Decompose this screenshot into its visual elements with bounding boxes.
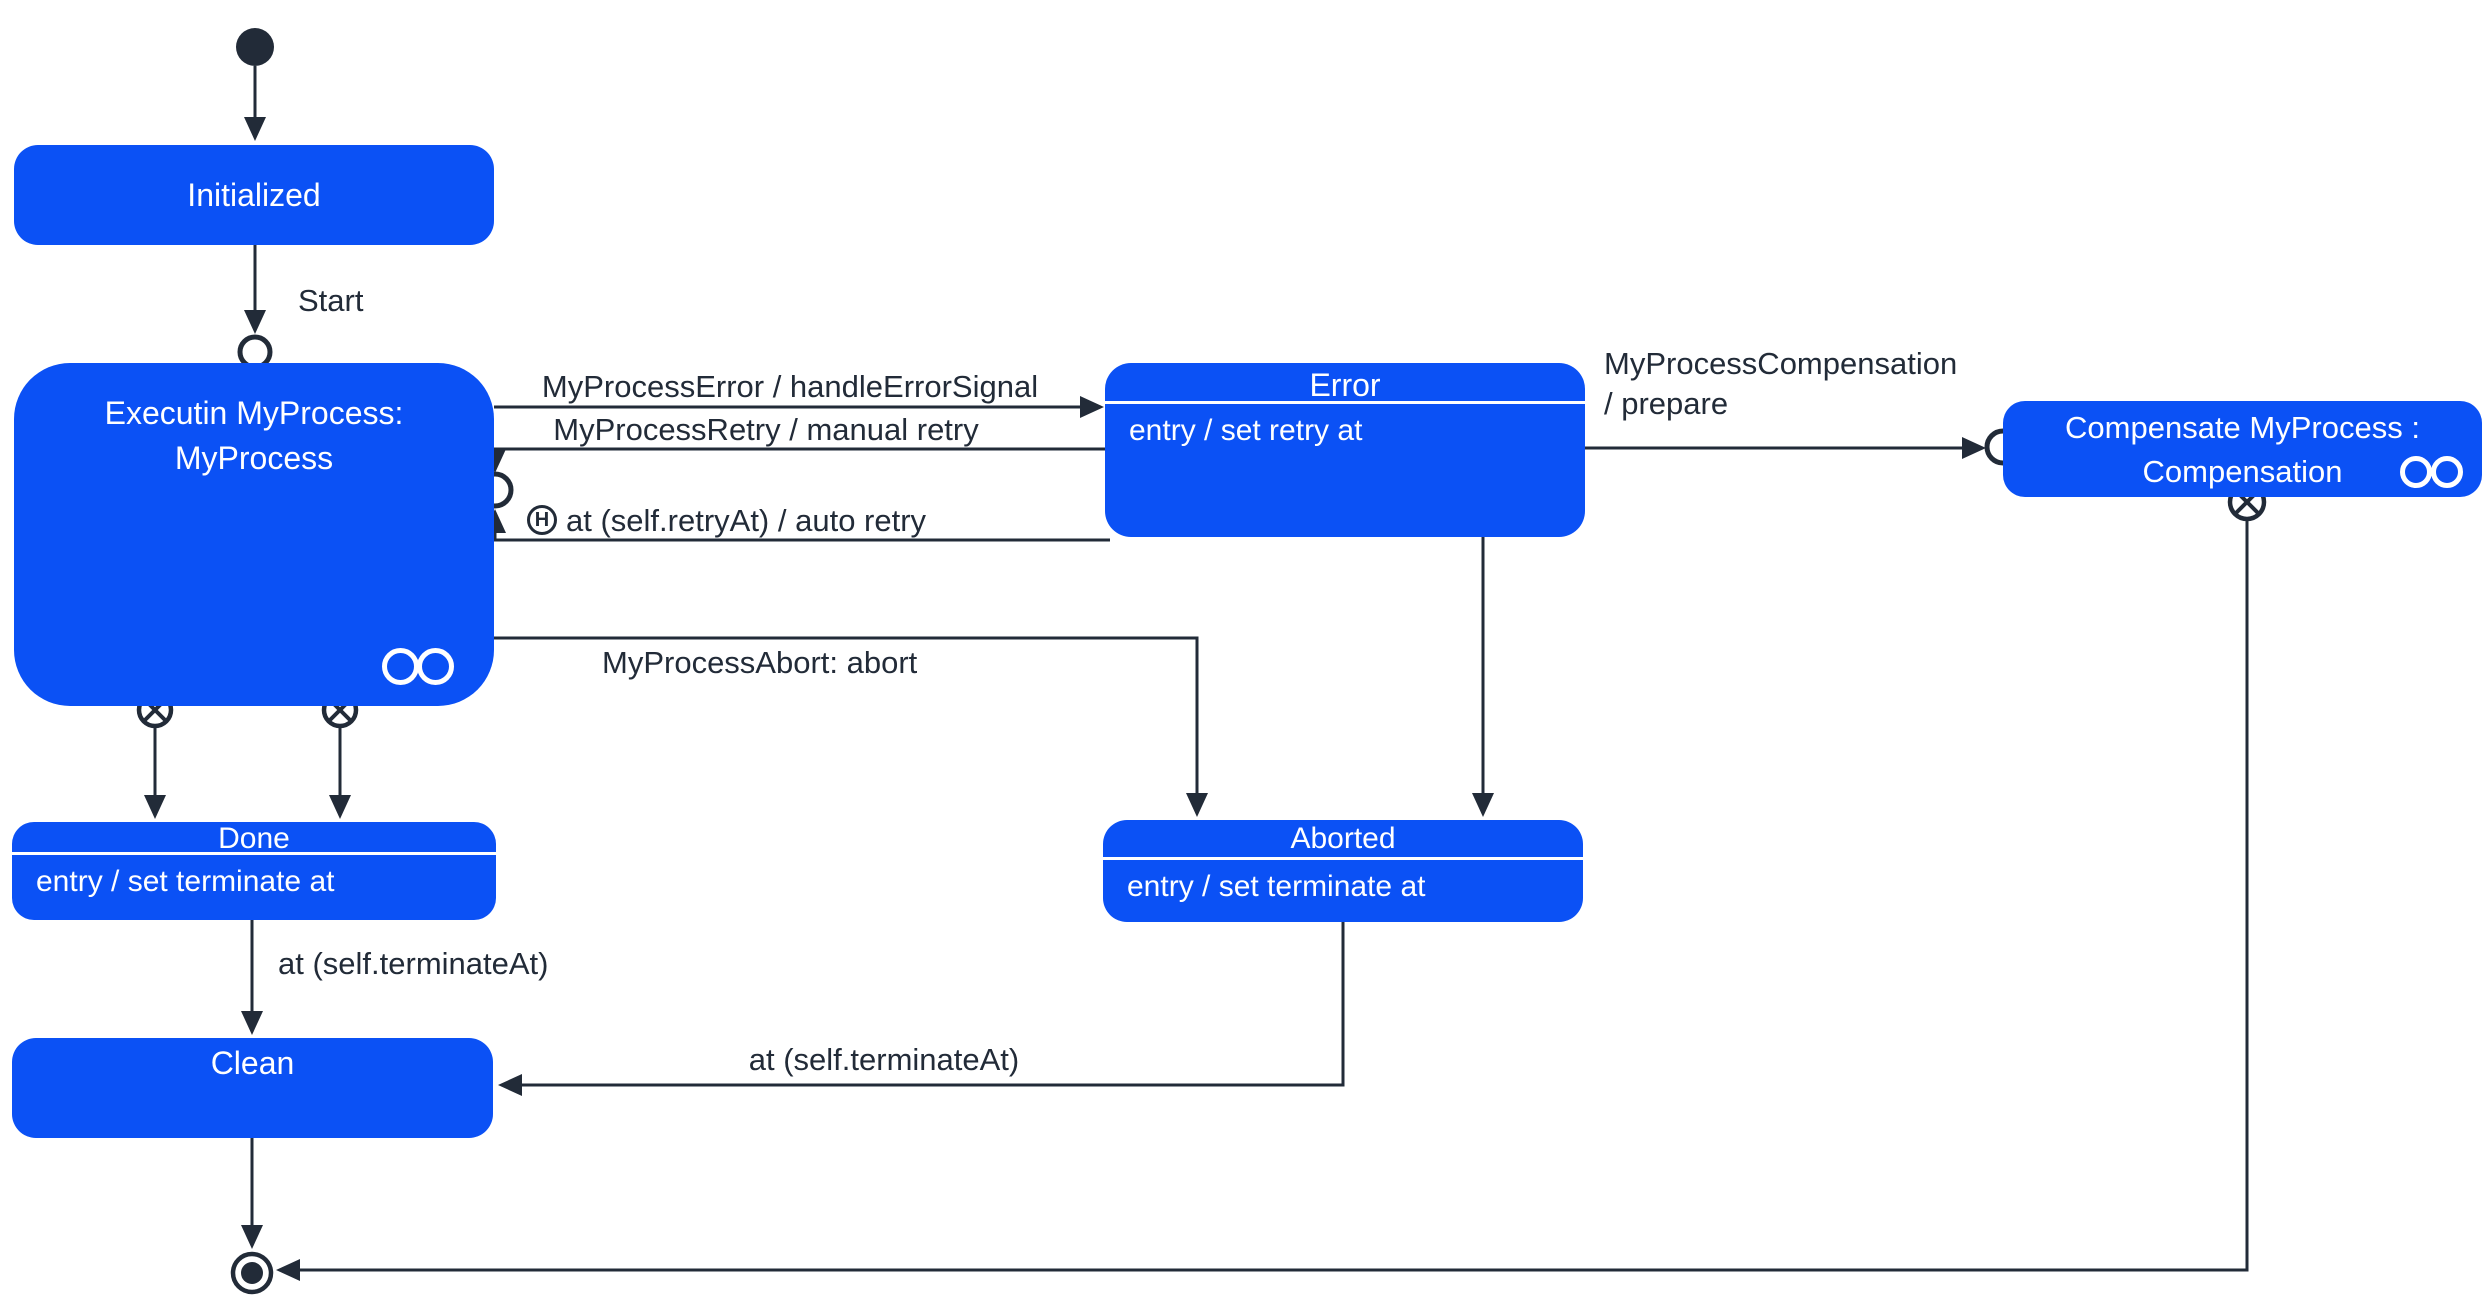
transition-label-auto-retry: at (self.retryAt) / auto retry <box>566 503 927 538</box>
state-divider <box>1105 401 1585 404</box>
transition-manual-retry <box>484 447 1105 473</box>
final-state-icon[interactable] <box>230 1251 274 1295</box>
state-executing-myprocess[interactable]: Executin MyProcess: MyProcess <box>14 363 494 706</box>
transition-label-manual-retry: MyProcessRetry / manual retry <box>553 412 979 447</box>
state-title-line1: Executin MyProcess: <box>104 395 404 431</box>
transition-label-abort: MyProcessAbort: abort <box>602 645 918 680</box>
transition-label-terminate-done: at (self.terminateAt) <box>278 946 549 981</box>
state-title: Done <box>218 822 290 855</box>
transition-label-compensation-line2: / prepare <box>1604 386 1729 421</box>
state-title-line2: MyProcess <box>174 440 334 476</box>
state-title-line1: Compensate MyProcess : <box>2065 410 2420 445</box>
infinity-icon <box>2400 456 2463 488</box>
state-entry-action: entry / set terminate at <box>1127 870 1426 903</box>
state-error[interactable]: Error entry / set retry at <box>1105 363 1585 537</box>
infinity-icon <box>382 648 454 685</box>
state-done[interactable]: Done entry / set terminate at <box>12 822 496 920</box>
state-title-line2: Compensation <box>2142 454 2343 489</box>
shallow-history-icon[interactable]: H <box>527 505 557 535</box>
state-title: Initialized <box>187 177 321 213</box>
transition-aborted-to-clean <box>498 922 1345 1096</box>
initial-state-icon[interactable] <box>236 28 274 66</box>
transition-label-start: Start <box>298 283 364 318</box>
transition-label-terminate-aborted: at (self.terminateAt) <box>748 1042 1020 1077</box>
state-divider <box>12 852 496 855</box>
transition-label-compensation-line1: MyProcessCompensation <box>1604 346 1958 381</box>
transition-auto-retry <box>484 509 1110 542</box>
state-divider <box>1103 857 1583 860</box>
state-initialized[interactable]: Initialized <box>14 145 494 245</box>
state-entry-action: entry / set terminate at <box>36 865 335 898</box>
state-entry-action: entry / set retry at <box>1129 414 1363 447</box>
state-aborted[interactable]: Aborted entry / set terminate at <box>1103 820 1583 922</box>
state-title: Clean <box>210 1045 295 1081</box>
state-clean[interactable]: Clean <box>12 1038 493 1138</box>
transition-abort <box>494 636 1208 817</box>
transition-label-error-signal: MyProcessError / handleErrorSignal <box>541 369 1039 404</box>
state-title: Aborted <box>1290 822 1396 855</box>
transition-compensate-to-final <box>276 519 2249 1281</box>
transition-label-compensation: MyProcessCompensation / prepare <box>1604 344 1957 424</box>
state-title: Error <box>1309 367 1381 403</box>
